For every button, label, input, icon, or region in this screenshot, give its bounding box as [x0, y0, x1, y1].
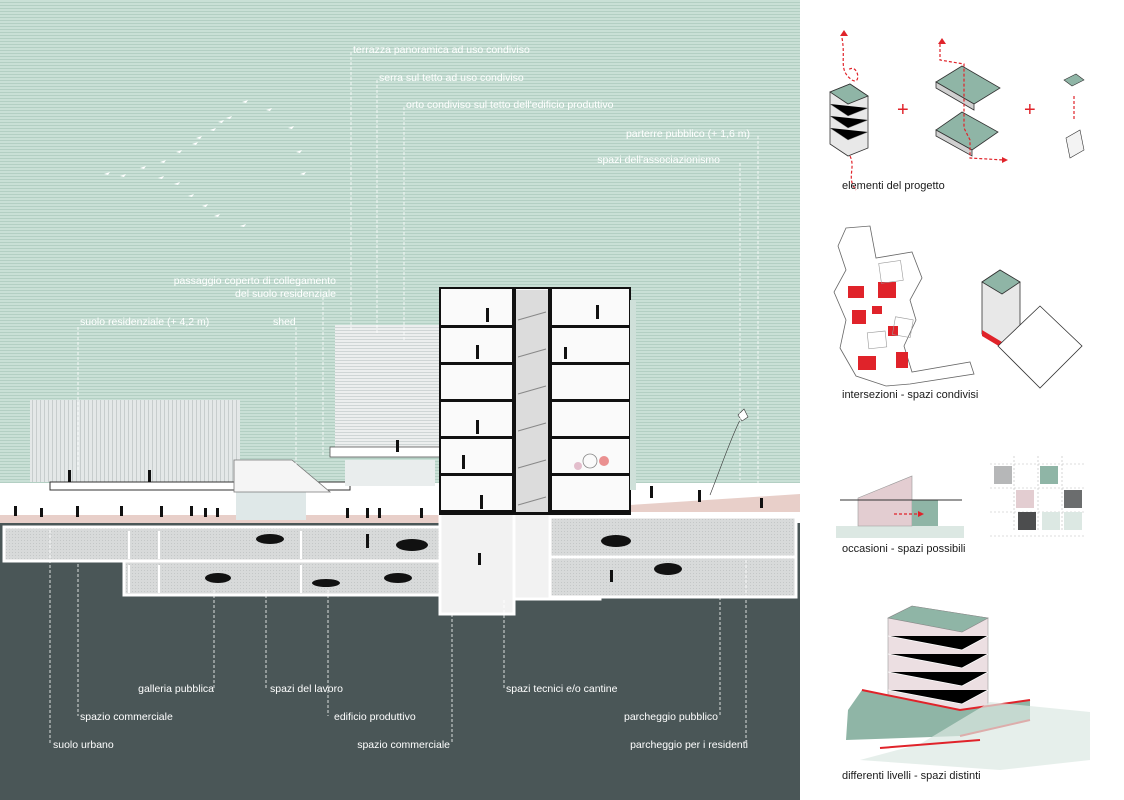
birds [104, 100, 306, 227]
plus-sign-1: + [897, 99, 909, 121]
parterre-pavement [630, 494, 800, 512]
label-orto: orto condiviso sul tetto dell'edificio p… [406, 99, 614, 111]
plaza-pavement [0, 515, 440, 523]
label-suolo-urbano: suolo urbano [53, 739, 114, 751]
label-galleria-pubblica: galleria pubblica [138, 683, 214, 695]
plus-sign-2: + [1024, 99, 1036, 121]
production-balcony [329, 446, 441, 458]
production-ground-floor [345, 460, 435, 486]
people-silhouettes [14, 305, 763, 582]
architectural-section: terrazza panoramica ad uso condiviso ser… [0, 0, 800, 800]
caption-intersezioni: intersezioni - spazi condivisi [842, 389, 979, 401]
upper-leader-lines [77, 52, 759, 495]
label-parterre: parterre pubblico (+ 1,6 m) [625, 128, 750, 140]
label-associazionismo: spazi dell'associazionismo [597, 154, 720, 166]
caption-differenti-livelli: differenti livelli - spazi distinti [842, 770, 981, 782]
plus-signs: + + [897, 99, 1036, 121]
diagram-differenti-livelli [846, 605, 1090, 770]
label-spazio-commerciale-1: spazio commerciale [80, 711, 173, 723]
label-parcheggio-pubblico: parcheggio pubblico [624, 711, 718, 723]
diagram-intersezioni [833, 225, 1083, 389]
lower-leader-lines [49, 530, 747, 744]
label-passaggio-1: passaggio coperto di collegamento [173, 275, 336, 287]
garage-right-1 [548, 515, 798, 559]
garage-right-2 [548, 555, 798, 599]
left-building-glass [30, 400, 240, 482]
label-terrazza: terrazza panoramica ad uso condiviso [353, 44, 530, 56]
car-silhouettes [205, 534, 682, 587]
label-edificio-produttivo: edificio produttivo [334, 711, 416, 723]
production-building-glass [335, 325, 440, 455]
garage-level-1 [2, 525, 442, 563]
stairwell [516, 290, 548, 512]
label-spazi-tecnici: spazi tecnici e/o cantine [506, 683, 618, 695]
label-spazi-lavoro: spazi del lavoro [270, 683, 343, 695]
diagram-occasioni [836, 456, 1084, 538]
caption-occasioni: occasioni - spazi possibili [842, 543, 966, 555]
label-suolo-residenziale: suolo residenziale (+ 4,2 m) [80, 316, 210, 328]
shed-roof [233, 459, 332, 493]
caption-elementi: elementi del progetto [842, 180, 945, 192]
section-drawing [0, 0, 800, 800]
tower-balcony-glass [630, 300, 636, 490]
kite [737, 408, 749, 422]
label-serra: serra sul tetto ad uso condiviso [379, 72, 524, 84]
diagram-elementi [829, 30, 1085, 191]
label-shed: shed [273, 316, 296, 328]
label-passaggio-2: del suolo residenziale [235, 288, 336, 300]
label-spazio-commerciale-2: spazio commerciale [357, 739, 450, 751]
label-parcheggio-residenti: parcheggio per i residenti [630, 739, 748, 751]
